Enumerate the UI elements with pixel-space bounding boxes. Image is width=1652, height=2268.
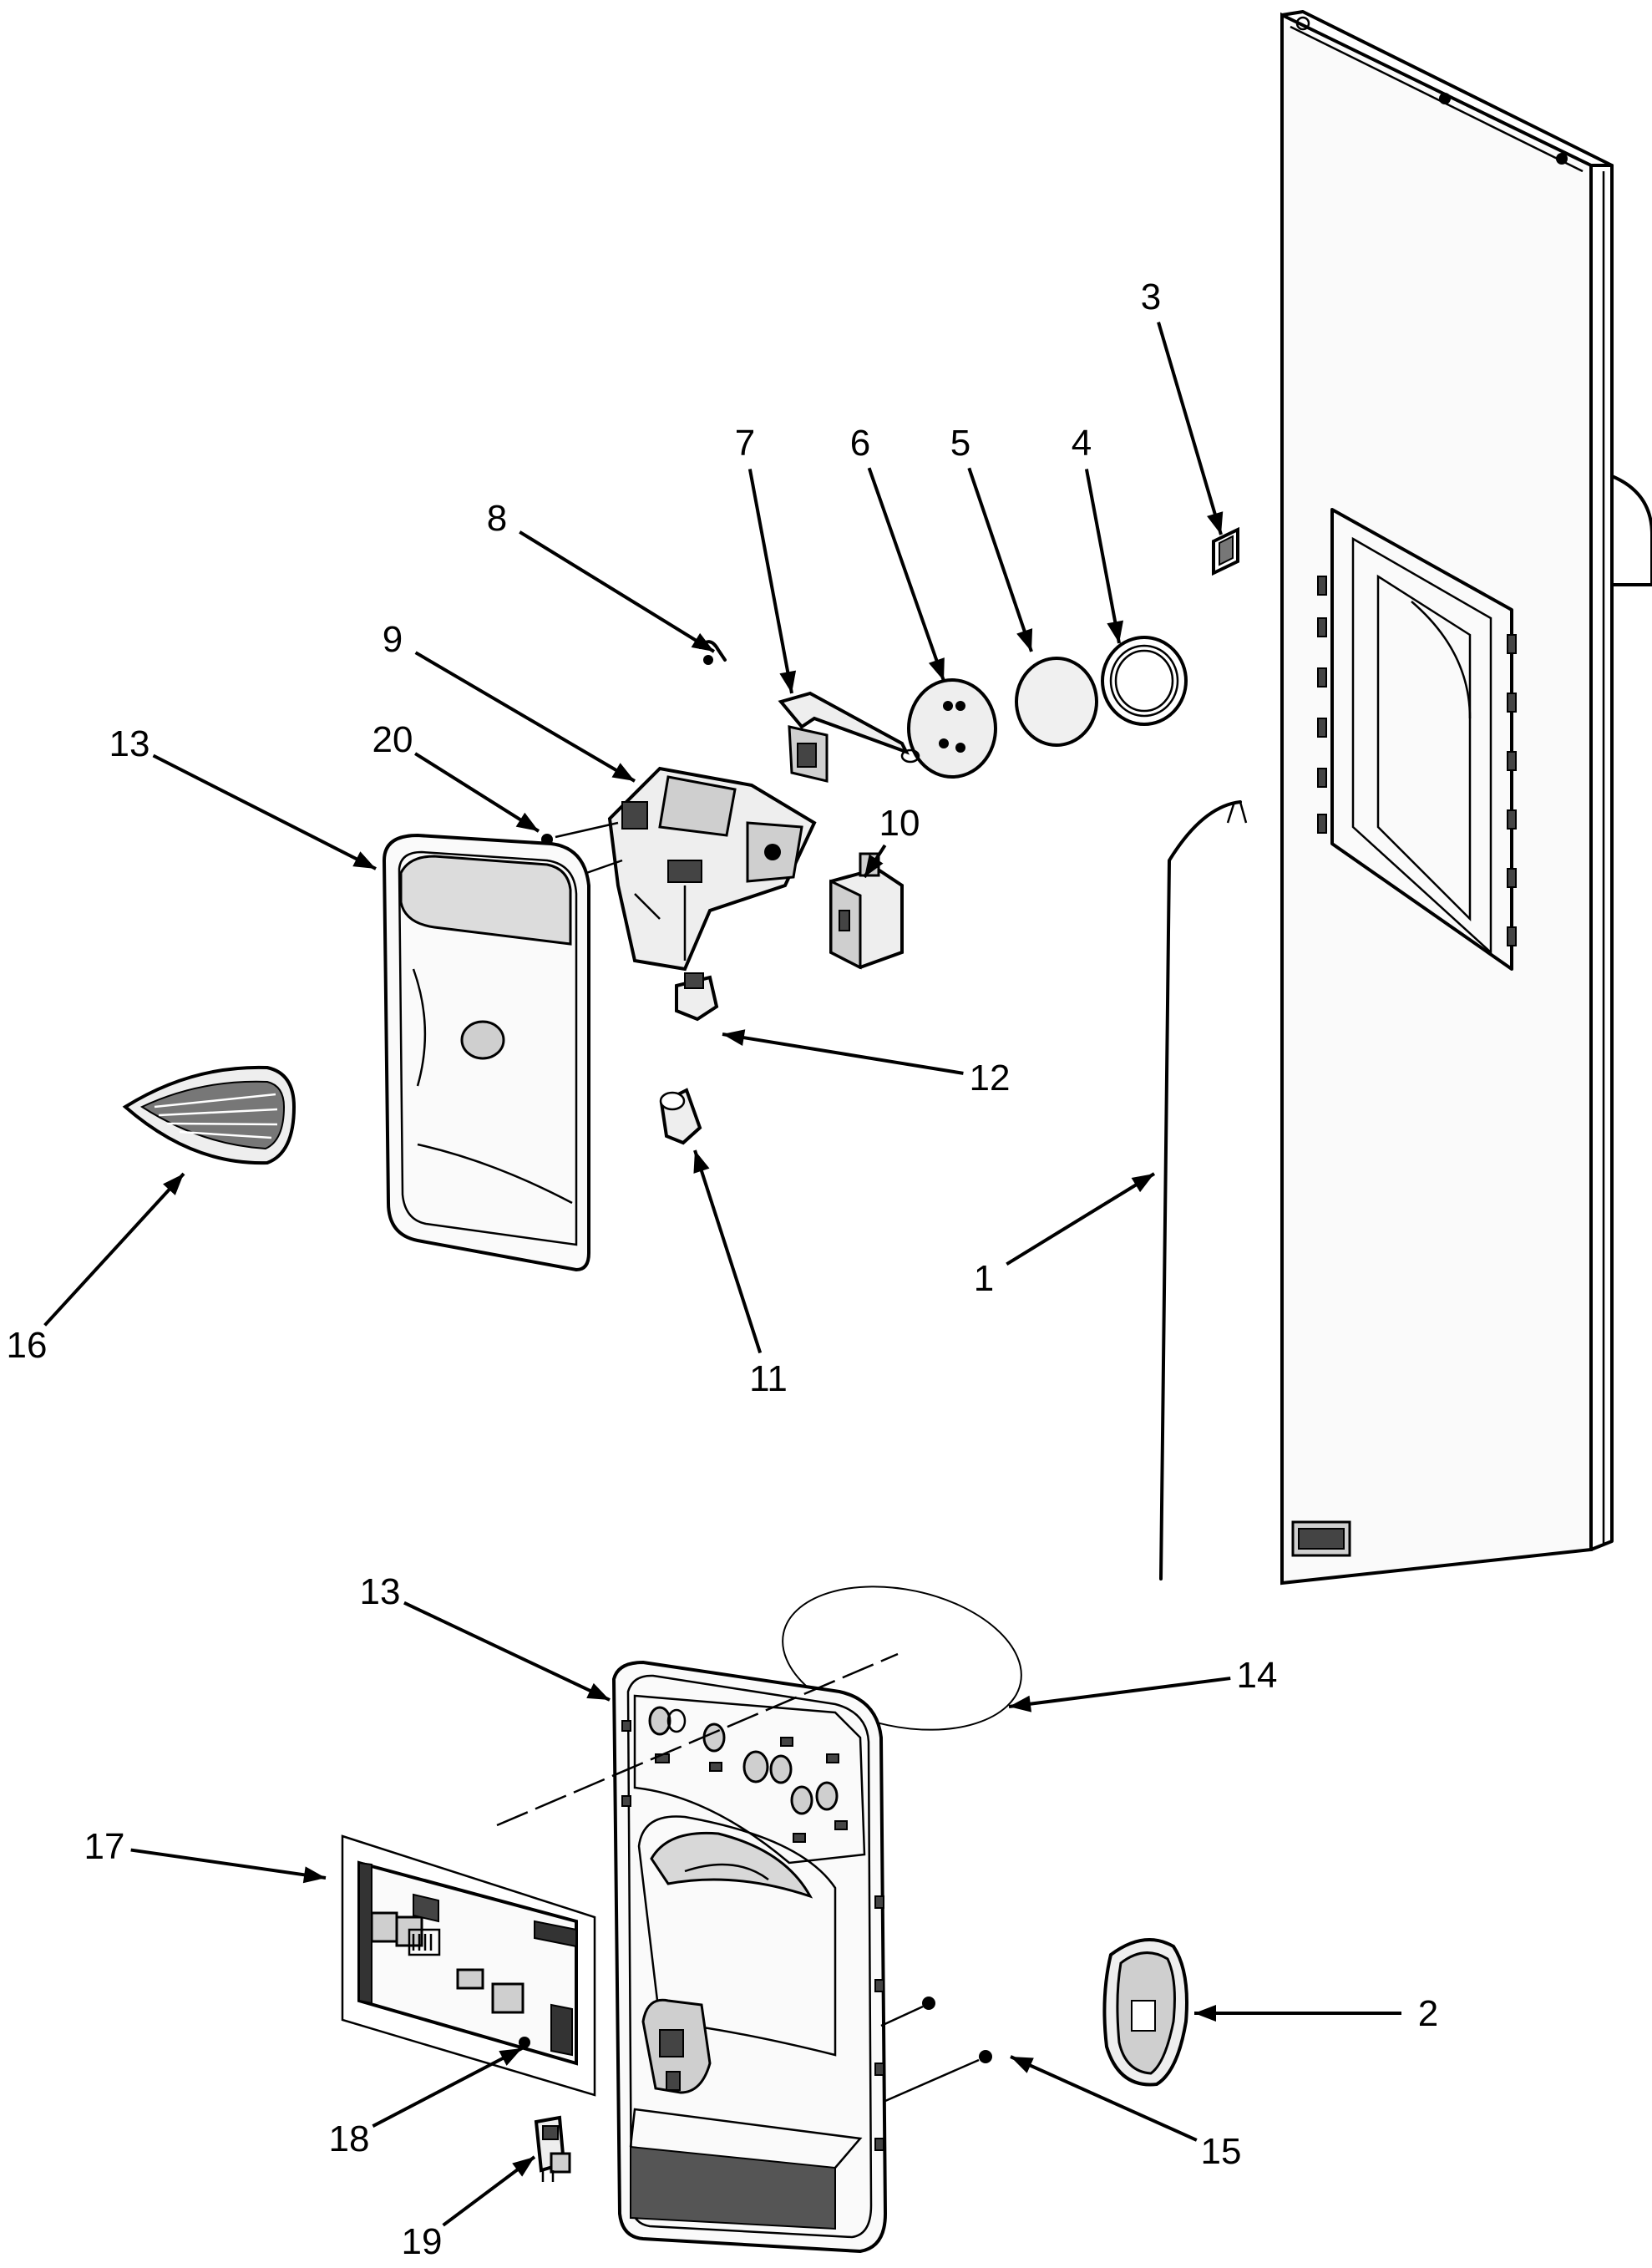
part-16-drip-tray — [122, 1065, 296, 1165]
callout-arrowhead-c9 — [611, 763, 635, 781]
callout-leader-c17 — [130, 1848, 327, 1880]
callout-arrowhead-c4 — [1107, 620, 1124, 643]
callout-label-c10: 10 — [879, 803, 920, 844]
callout-leader-c15 — [1010, 2055, 1198, 2142]
control-buttons — [621, 1706, 848, 1843]
callout-label-c11: 11 — [749, 1358, 788, 1399]
board-connector — [408, 1928, 441, 1956]
part-6-cap — [907, 678, 997, 779]
callout-leader-c20 — [414, 752, 540, 833]
callout-label-c9: 9 — [383, 619, 403, 660]
part-17-control-board — [341, 1834, 596, 2097]
callout-label-c4: 4 — [1072, 423, 1092, 464]
part-18-screw — [519, 2037, 530, 2048]
callout-arrowhead-c5 — [1016, 628, 1033, 652]
callout-arrowhead-c13b — [586, 1682, 610, 1700]
callout-arrowhead-c15 — [1011, 2057, 1034, 2073]
recess-tabs — [1317, 576, 1517, 946]
part-12-knob — [675, 972, 719, 1022]
callout-leader-c3 — [1157, 322, 1223, 535]
callout-label-c12: 12 — [970, 1058, 1011, 1098]
callout-arrowhead-c1 — [1131, 1174, 1154, 1193]
part-11-plug — [659, 1088, 702, 1145]
callout-arrowhead-c3 — [1207, 511, 1224, 535]
part-13-bezel-upper — [382, 833, 590, 1272]
callout-label-c6: 6 — [850, 423, 870, 464]
callout-arrowhead-c6 — [928, 657, 945, 681]
callout-label-c19: 19 — [402, 2221, 443, 2262]
callout-label-c13: 13 — [109, 723, 150, 764]
part-7-bracket — [778, 691, 920, 783]
callout-label-c15: 15 — [1201, 2131, 1242, 2172]
callout-arrowhead-c17 — [302, 1866, 326, 1884]
callout-arrowhead-c18 — [499, 2048, 522, 2066]
callout-label-c5: 5 — [950, 423, 970, 464]
part-3-square — [1212, 526, 1239, 576]
part-10-solenoid — [829, 852, 904, 970]
callout-arrowhead-c13 — [352, 851, 376, 869]
callout-leader-c13b — [403, 1601, 611, 1702]
callout-leader-c13 — [152, 753, 377, 870]
callout-leader-c16 — [43, 1172, 185, 1327]
callout-arrowhead-c11 — [693, 1150, 710, 1174]
callout-label-c20: 20 — [372, 719, 413, 760]
callout-arrowhead-c19 — [512, 2157, 535, 2177]
part-19-switch — [534, 2115, 571, 2182]
part-9-module — [607, 766, 817, 972]
callout-leader-c6 — [867, 467, 945, 682]
callout-leader-c12 — [722, 1033, 964, 1075]
part-13-housing-lower — [612, 1661, 887, 2253]
part-2-cover — [1102, 1938, 1188, 2087]
callout-leader-c4 — [1084, 469, 1121, 644]
callout-arrowhead-c2 — [1194, 2005, 1216, 2022]
refrigerator-door — [1280, 10, 1652, 1586]
part-15-screws — [880, 1997, 992, 2103]
callout-leader-c14 — [1008, 1677, 1231, 1708]
callout-label-c13b: 13 — [360, 1571, 401, 1612]
callout-label-c8: 8 — [487, 498, 507, 539]
part-4-ring — [1101, 636, 1188, 726]
callout-label-c1: 1 — [974, 1258, 994, 1299]
callout-label-c14: 14 — [1237, 1655, 1278, 1696]
callout-leader-c18 — [372, 2047, 523, 2128]
callout-arrowhead-c10 — [864, 854, 884, 877]
callout-leader-c7 — [747, 469, 793, 694]
callout-leader-c5 — [967, 467, 1033, 652]
callout-label-c16: 16 — [7, 1325, 48, 1366]
callout-leader-c8 — [519, 530, 716, 653]
callout-label-c2: 2 — [1418, 1993, 1438, 2034]
callout-arrowhead-c20 — [515, 812, 539, 831]
callout-arrowhead-c12 — [722, 1029, 746, 1047]
part-5-lens — [1015, 657, 1098, 747]
callout-arrowhead-c8 — [691, 632, 714, 652]
callout-arrowhead-c14 — [1009, 1695, 1032, 1712]
callout-leader-c1 — [1006, 1172, 1156, 1266]
callout-leader-c9 — [414, 651, 636, 783]
callout-label-c7: 7 — [735, 423, 755, 464]
callout-leader-c11 — [693, 1149, 763, 1354]
callout-label-c18: 18 — [329, 2118, 370, 2159]
callout-label-c17: 17 — [84, 1826, 125, 1867]
callout-arrowhead-c16 — [163, 1174, 184, 1195]
callout-arrowhead-c7 — [779, 670, 797, 693]
tube-part-1 — [1159, 800, 1242, 1580]
callout-label-c3: 3 — [1141, 277, 1161, 317]
